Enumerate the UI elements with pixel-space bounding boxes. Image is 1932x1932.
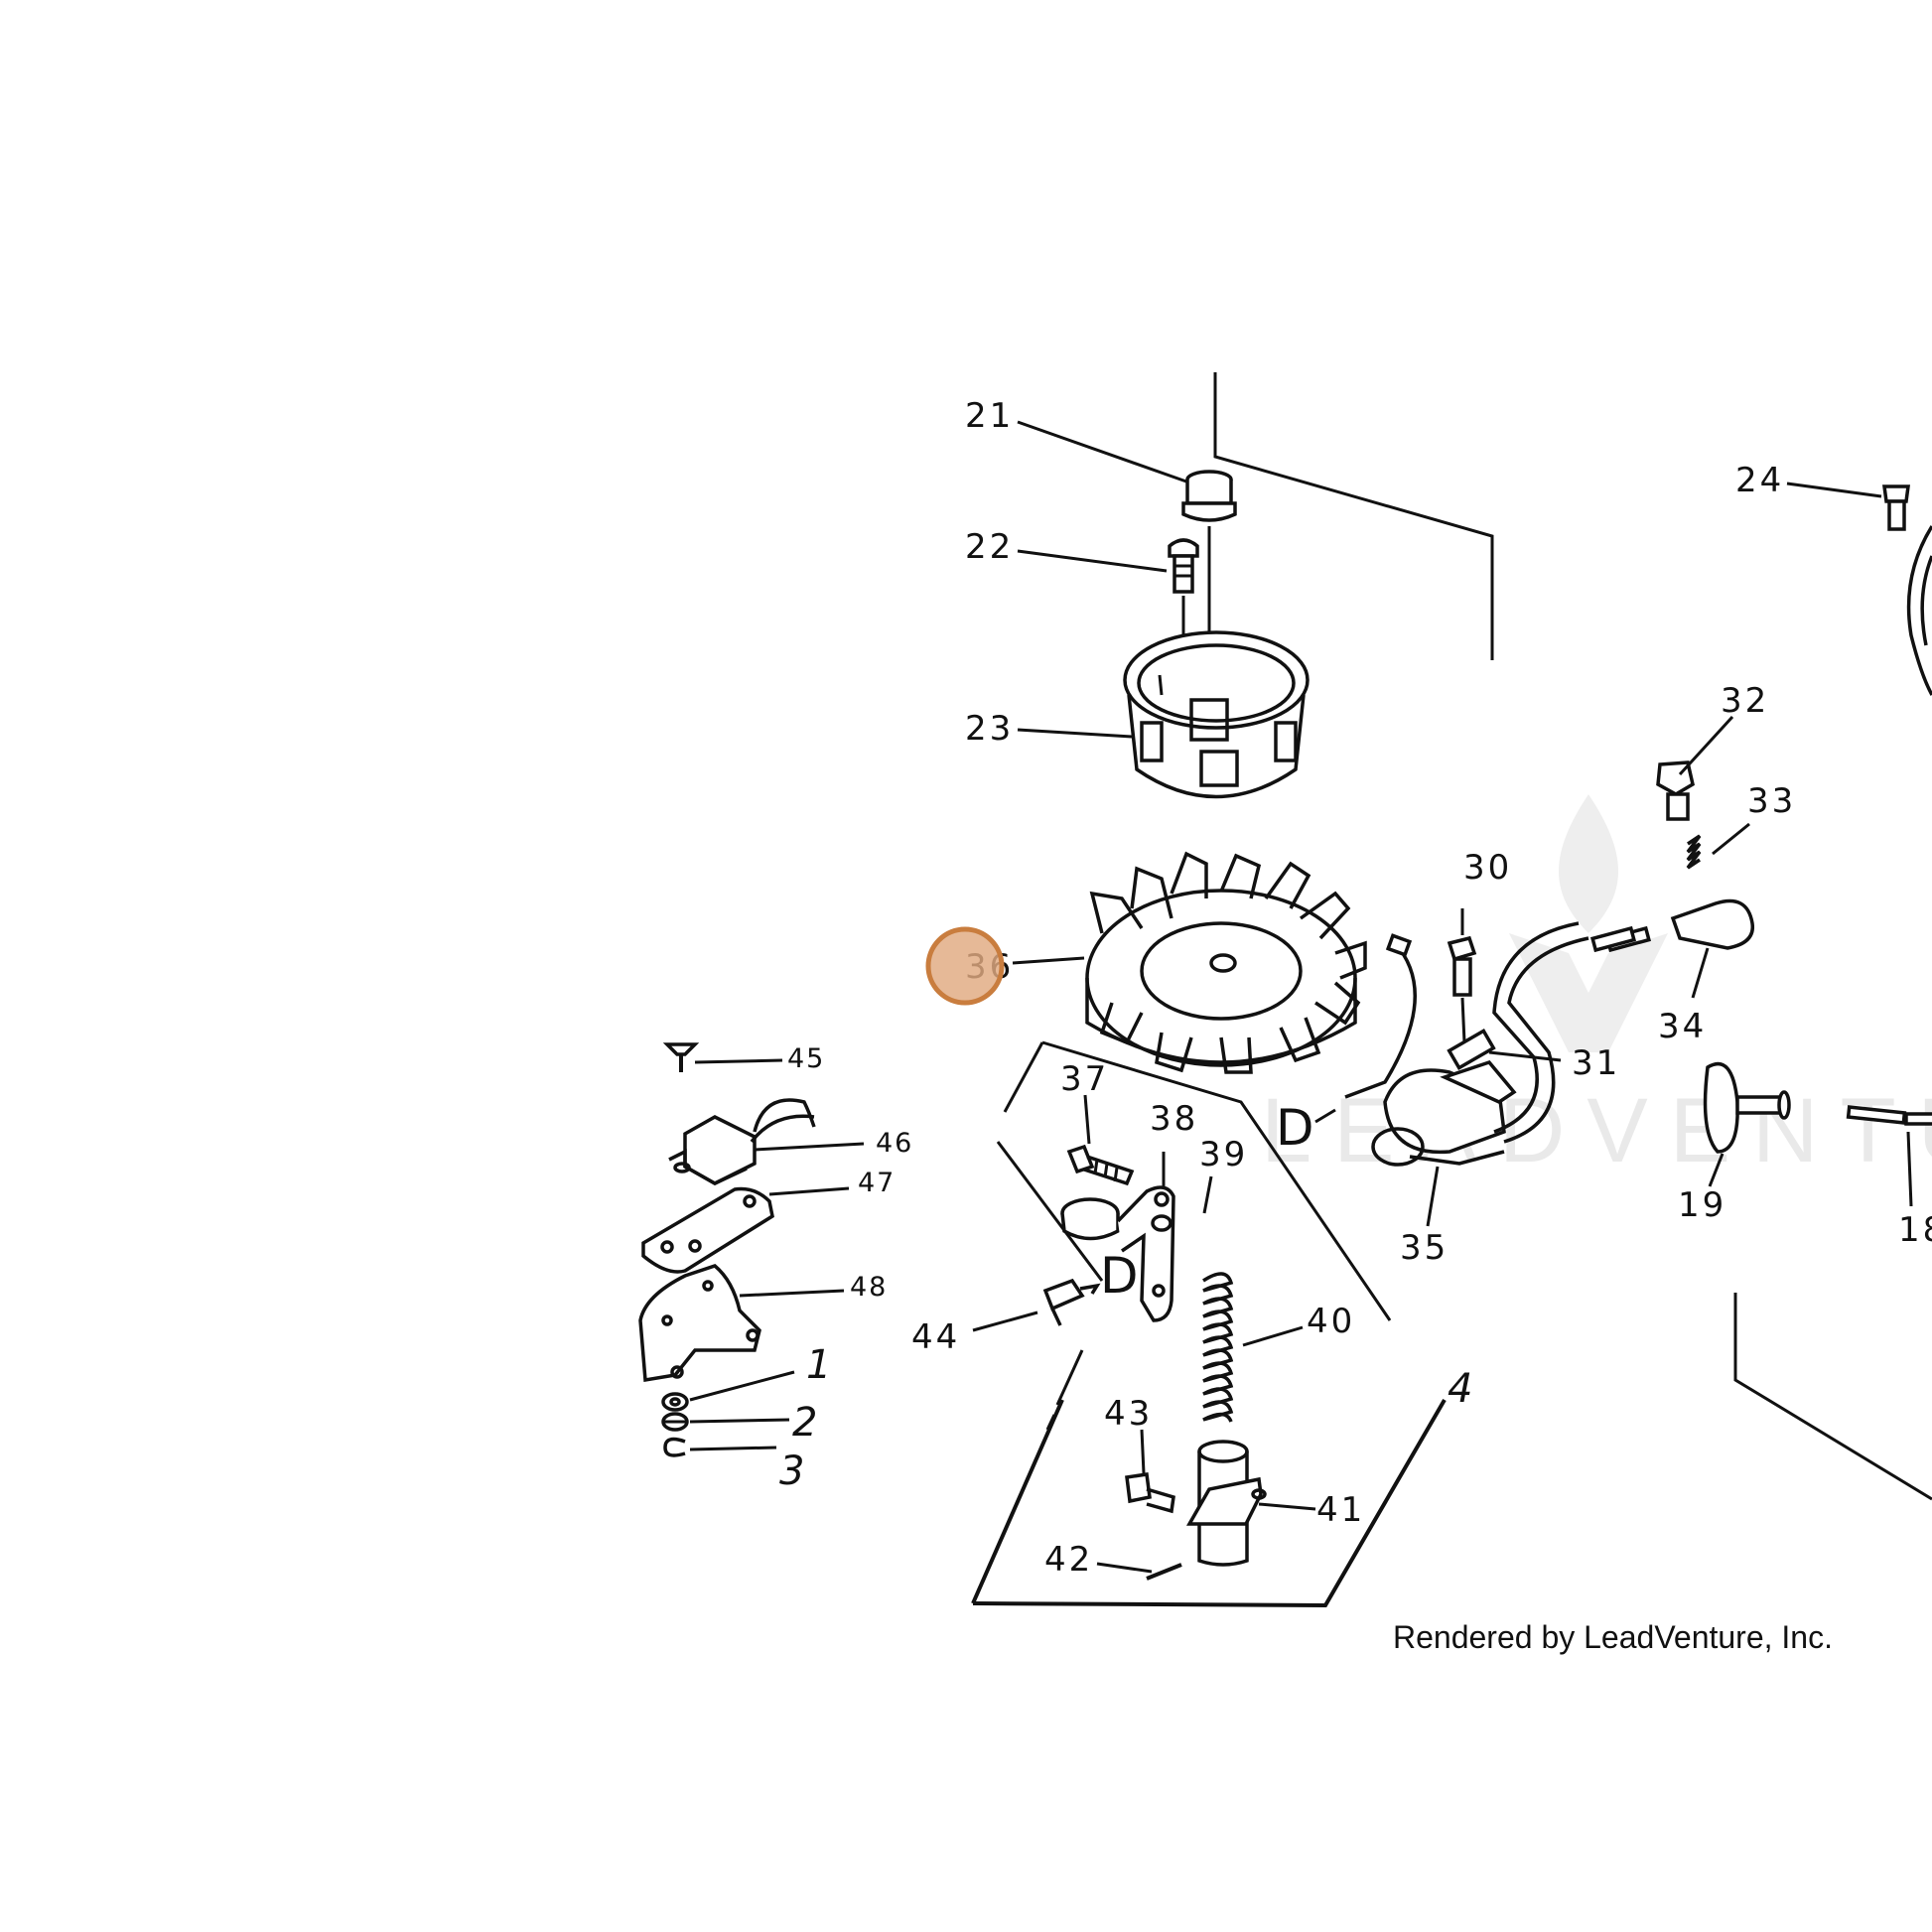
part-45-screw: 45 (662, 1042, 825, 1074)
label-46: 46 (876, 1128, 913, 1159)
part-34-plug-cap: 34 (1589, 898, 1755, 1046)
label-37: 37 (1060, 1059, 1109, 1099)
label-3: 3 (779, 1449, 804, 1494)
part-47-plate: 47 (641, 1168, 896, 1274)
part-23-starter-cup: 23 (965, 630, 1310, 799)
part-42-pin: 42 (1044, 1540, 1182, 1581)
hotspot-part-36[interactable] (925, 926, 1005, 1006)
label-35: 35 (1400, 1228, 1449, 1268)
label-43: 43 (1104, 1394, 1153, 1434)
part-18-rope: 18 (1846, 1105, 1932, 1250)
label-47: 47 (858, 1168, 896, 1198)
part-35-ignition-coil: 35 (1371, 921, 1652, 1268)
label-32: 32 (1721, 681, 1769, 721)
label-42: 42 (1044, 1540, 1093, 1580)
part-19-handle: 19 (1678, 1061, 1791, 1225)
label-23: 23 (965, 709, 1014, 749)
part-38-governor-arm: 38 (1060, 1099, 1198, 1322)
label-31: 31 (1572, 1043, 1620, 1083)
label-39: 39 (1199, 1135, 1248, 1174)
label-40: 40 (1307, 1302, 1355, 1341)
part-46-rectifier: 46 (668, 1098, 913, 1185)
part-33-spring: 33 (1686, 781, 1796, 870)
label-18: 18 (1898, 1210, 1932, 1250)
watermark-text: LEADVENTURE (1261, 1080, 1932, 1181)
label-30: 30 (1463, 848, 1512, 888)
label-34: 34 (1658, 1007, 1707, 1046)
label-48: 48 (850, 1272, 888, 1303)
part-44-clip: 44 (911, 1278, 1101, 1357)
label-44: 44 (911, 1317, 960, 1357)
part-24-bolt: 24 (1735, 461, 1932, 696)
part-43-bolt: 43 (1104, 1394, 1175, 1514)
assembly-outline-top (1213, 372, 1932, 1501)
ref-d-left: D (1100, 1247, 1139, 1305)
part-37-screw: 37 (1060, 1059, 1135, 1186)
part-21-nut: 21 (965, 396, 1237, 695)
label-22: 22 (965, 527, 1014, 567)
part-30-bolt: 30 (1447, 848, 1512, 1043)
label-1: 1 (806, 1342, 831, 1388)
label-21: 21 (965, 396, 1014, 436)
leadventure-watermark: LEADVENTURE (1261, 794, 1932, 1181)
part-32-spark-plug: 32 (1656, 681, 1769, 821)
credit-text: Rendered by LeadVenture, Inc. (1393, 1619, 1833, 1655)
assembly-outline-bottom (971, 1040, 1447, 1608)
part-48-bracket: 48 (638, 1264, 888, 1383)
part-41-shaft-support: 41 (1185, 1440, 1365, 1567)
label-4: 4 (1448, 1366, 1472, 1412)
part-40-spring: 40 (1202, 1272, 1355, 1423)
part-36-flywheel: 36 (965, 851, 1367, 1074)
label-41: 41 (1316, 1490, 1365, 1530)
label-19: 19 (1678, 1185, 1726, 1225)
ref-d-right: D (1276, 1099, 1314, 1157)
label-45: 45 (787, 1043, 825, 1074)
label-33: 33 (1747, 781, 1796, 821)
label-38: 38 (1150, 1099, 1198, 1139)
watermark-flame-icon (1509, 794, 1668, 1052)
parts-1-2-3-hardware: 1 2 3 (661, 1342, 831, 1494)
part-39-washer: 39 (1151, 1135, 1248, 1232)
label-24: 24 (1735, 461, 1784, 500)
label-2: 2 (792, 1400, 817, 1446)
